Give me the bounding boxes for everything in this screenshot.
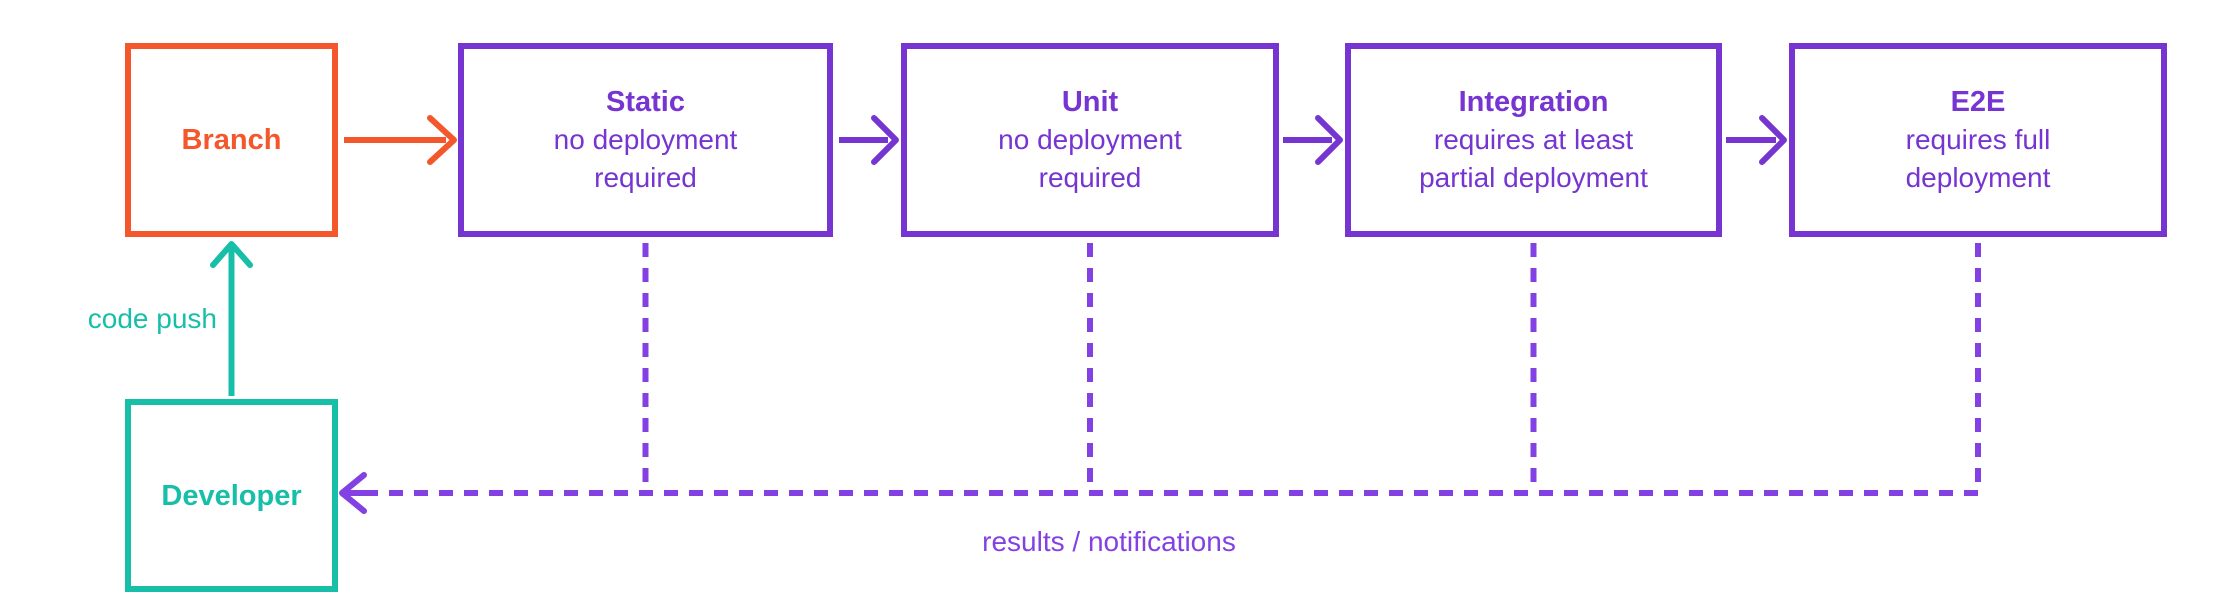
- results-notifications-label: results / notifications: [982, 526, 1236, 557]
- node-integration-title: Integration: [1458, 86, 1609, 118]
- node-unit: Unit no deployment required: [901, 43, 1279, 237]
- node-branch-title: Branch: [181, 124, 282, 156]
- arrow-code-push: [210, 241, 253, 396]
- node-e2e-detail: requires full deployment: [1905, 124, 2051, 193]
- node-unit-detail: no deployment required: [998, 124, 1182, 193]
- node-developer-title: Developer: [161, 479, 302, 512]
- arrow-static-to-unit: [839, 115, 899, 165]
- node-e2e-title: E2E: [1950, 86, 2006, 118]
- node-static-detail: no deployment required: [553, 124, 738, 193]
- arrow-unit-to-integration: [1283, 115, 1343, 165]
- node-integration-detail: requires at least partial deployment: [1419, 124, 1648, 193]
- node-e2e: E2E requires full deployment: [1789, 43, 2167, 237]
- node-static: Static no deployment required: [458, 43, 833, 237]
- code-push-label: code push: [87, 303, 217, 334]
- arrow-integration-to-e2e: [1726, 115, 1787, 165]
- arrow-branch-to-static: [344, 115, 457, 165]
- node-developer: Developer: [125, 399, 338, 592]
- dashed-arrow-results-to-developer: [339, 243, 1981, 514]
- node-branch: Branch: [125, 43, 338, 237]
- node-integration: Integration requires at least partial de…: [1345, 43, 1722, 237]
- node-static-title: Static: [606, 86, 685, 118]
- node-unit-title: Unit: [1061, 86, 1119, 118]
